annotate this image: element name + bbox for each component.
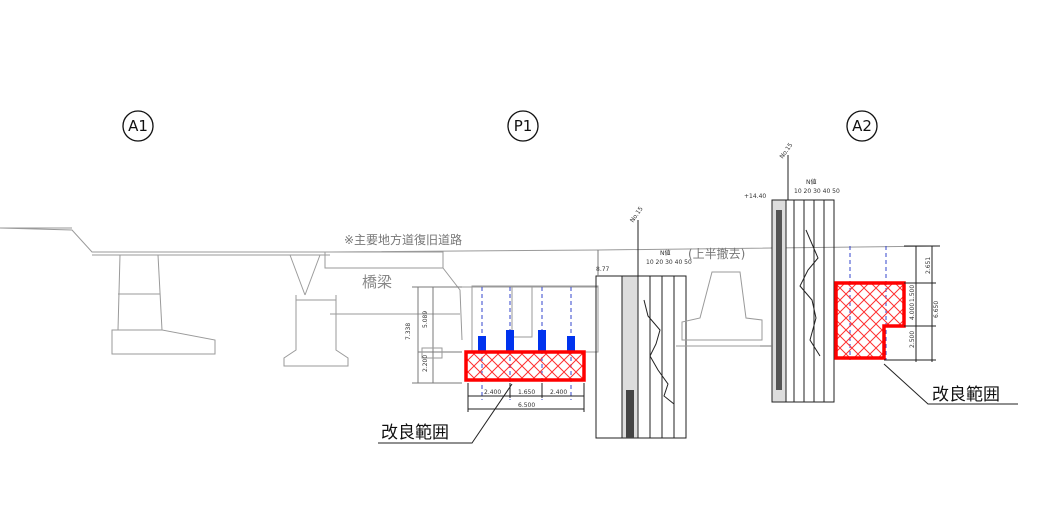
bridge-structure: 橋梁 ※主要地方道復旧道路 <box>283 232 463 367</box>
svg-text:4.000: 4.000 <box>909 303 916 320</box>
pier-label-a2: A2 <box>846 110 878 142</box>
svg-text:A2: A2 <box>852 117 872 135</box>
bridge-label: 橋梁 <box>362 273 392 291</box>
pier-label-p1: P1 <box>507 110 539 142</box>
svg-text:7.338: 7.338 <box>405 323 412 340</box>
improvement-label-left: 改良範囲 <box>381 423 449 443</box>
svg-text:1.650: 1.650 <box>518 389 535 396</box>
abutment-a2: 2.651 6.650 4.000 2.500 1.500 改良範囲 <box>834 245 1018 405</box>
svg-text:2.400: 2.400 <box>484 389 501 396</box>
svg-text:8.77: 8.77 <box>596 266 610 273</box>
svg-text:2.400: 2.400 <box>550 389 567 396</box>
svg-text:No.15: No.15 <box>629 205 645 224</box>
svg-text:+14.40: +14.40 <box>744 193 766 200</box>
svg-text:1.500: 1.500 <box>909 285 916 302</box>
p1-guide-lines <box>481 287 572 400</box>
route-note: ※主要地方道復旧道路 <box>344 232 462 247</box>
pier-p1: 7.338 5.089 2.200 2.400 1.650 <box>378 285 599 444</box>
svg-text:2.200: 2.200 <box>422 355 429 372</box>
svg-text:2.500: 2.500 <box>909 331 916 348</box>
pier-label-a1: A1 <box>122 110 154 142</box>
svg-text:N値: N値 <box>806 178 817 186</box>
borehole-log-left: No.15 8.77 N値 10 20 30 40 50 <box>595 205 692 439</box>
svg-text:N値: N値 <box>660 249 671 257</box>
ground-profile <box>0 227 941 256</box>
middle-abutment: (上半撤去) <box>676 246 763 347</box>
svg-text:10 20 30 40 50: 10 20 30 40 50 <box>646 259 692 266</box>
svg-text:6.650: 6.650 <box>933 301 940 318</box>
svg-text:5.089: 5.089 <box>422 311 429 328</box>
svg-text:No.15: No.15 <box>779 142 795 161</box>
p1-improvement-zone <box>464 350 586 382</box>
svg-text:(上半撤去): (上半撤去) <box>688 246 745 261</box>
a2-improvement-zone <box>834 281 906 360</box>
svg-text:2.651: 2.651 <box>925 257 932 274</box>
borehole-log-right: No.15 +14.40 N値 10 20 30 40 50 <box>744 142 840 403</box>
p1-piles <box>478 330 575 352</box>
svg-text:P1: P1 <box>514 117 533 135</box>
svg-text:A1: A1 <box>128 117 148 135</box>
p1-dimension-line: 2.400 1.650 2.400 6.500 <box>467 383 585 412</box>
improvement-label-right: 改良範囲 <box>932 385 1000 405</box>
abutment-a1 <box>111 254 216 355</box>
svg-text:10 20 30 40 50: 10 20 30 40 50 <box>794 188 840 195</box>
svg-text:6.500: 6.500 <box>518 402 535 409</box>
